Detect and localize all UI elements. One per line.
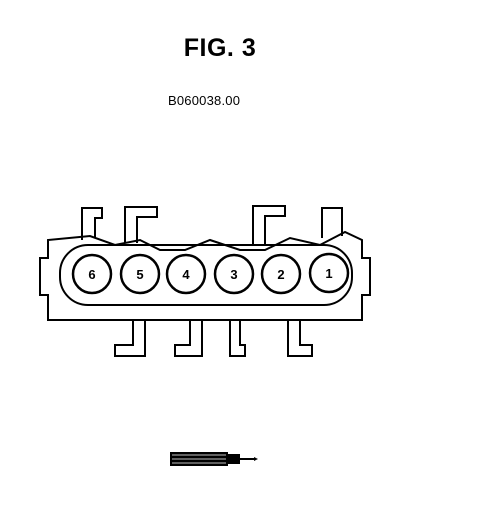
pin-3: 3	[213, 253, 255, 295]
connector-body	[39, 230, 371, 321]
pin-housing	[59, 244, 353, 306]
pin-label: 3	[230, 267, 237, 282]
top-latch-left	[81, 207, 103, 240]
pin-6: 6	[71, 253, 113, 295]
bottom-latch-3	[229, 320, 246, 357]
figure-code: B060038.00	[168, 93, 241, 108]
pin-group: 6 5 4 3 2 1	[71, 252, 350, 295]
bottom-latch-1	[114, 320, 146, 357]
pin-label: 4	[182, 267, 190, 282]
top-latch-right	[321, 207, 343, 238]
pin-2: 2	[260, 253, 302, 295]
bottom-latch-4	[287, 320, 313, 357]
pin-4: 4	[165, 253, 207, 295]
bottom-latch-2	[174, 320, 203, 357]
top-latch-center-right	[252, 205, 286, 246]
pin-label: 1	[325, 266, 332, 281]
test-probe-icon	[170, 452, 258, 466]
pin-label: 5	[136, 267, 143, 282]
figure-title: FIG. 3	[183, 34, 257, 62]
pin-1: 1	[308, 252, 350, 294]
top-latch-center-left	[124, 206, 158, 243]
pin-label: 6	[88, 267, 95, 282]
pin-5: 5	[119, 253, 161, 295]
pin-label: 2	[277, 267, 284, 282]
